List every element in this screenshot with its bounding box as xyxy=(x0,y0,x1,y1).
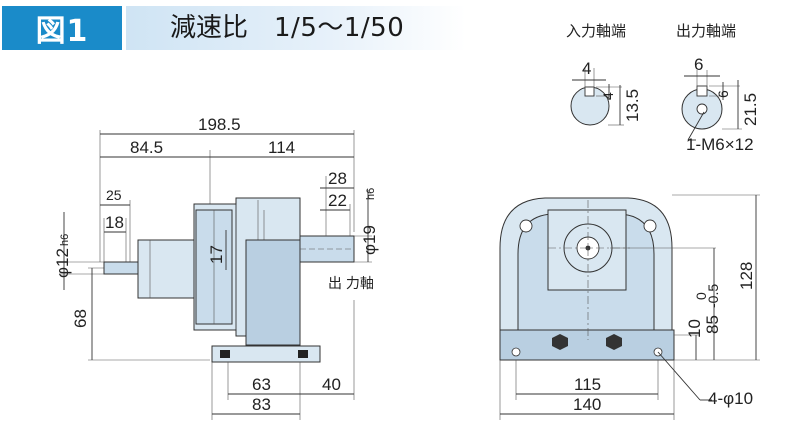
reduction-ratio-value: 1/5～1/50 xyxy=(274,13,405,43)
left-length: 84.5 xyxy=(130,138,163,157)
base-offset-length: 40 xyxy=(322,375,341,394)
input-flange-dimension: 17 xyxy=(207,245,226,264)
output-tap-hole xyxy=(696,103,708,115)
output-tap-spec: 1-M6×12 xyxy=(686,135,754,154)
base-thickness: 10 xyxy=(685,319,704,338)
output-shaft-height: 21.5 xyxy=(741,93,760,126)
output-key-length: 22 xyxy=(328,191,347,210)
right-length: 114 xyxy=(268,138,295,157)
input-shaft-end-label: 入力軸端 xyxy=(566,22,627,40)
front-hole-left xyxy=(519,219,533,233)
output-shaft-label: 出 力軸 xyxy=(328,275,374,291)
input-cover xyxy=(137,239,197,299)
input-key-height: 13.5 xyxy=(623,89,642,122)
input-key-length: 18 xyxy=(105,213,124,232)
base-inner-length: 63 xyxy=(252,375,271,394)
front-bolt-right xyxy=(606,334,622,350)
front-bolt-left xyxy=(552,334,568,350)
reduction-ratio-label: 減速比 xyxy=(170,13,249,43)
side-view: 198.5 84.5 114 25 18 φ12 h6 68 xyxy=(53,115,379,420)
mount-holes-spec: 4-φ10 xyxy=(708,389,753,408)
front-base-inner: 115 xyxy=(574,375,601,394)
front-base-outer: 140 xyxy=(573,395,601,414)
output-shaft-diameter: φ19 xyxy=(360,225,379,255)
side-base xyxy=(211,345,321,363)
front-view: 128 0 85 -0.5 10 115 140 4-φ10 xyxy=(499,194,760,420)
input-shaft-diameter: φ12 xyxy=(53,248,72,278)
front-hole-right xyxy=(643,219,657,233)
figure-title: 減速比 1/5～1/50 xyxy=(170,8,404,48)
input-keyway xyxy=(584,86,595,97)
output-key-depth: 6 xyxy=(715,90,731,98)
title-band xyxy=(126,6,466,50)
input-shaft xyxy=(103,261,141,275)
output-shaft-end-label: 出力軸端 xyxy=(676,22,737,40)
input-shaft-end-detail: 4 4 13.5 xyxy=(570,59,642,126)
housing-foot xyxy=(245,239,301,346)
base-outer-length: 83 xyxy=(252,395,271,414)
input-key-width: 4 xyxy=(582,59,591,78)
input-shaft-tolerance: h6 xyxy=(59,234,71,246)
front-total-height: 128 xyxy=(737,262,756,290)
front-mount-hole-left xyxy=(511,347,521,357)
center-height-lower-tol: -0.5 xyxy=(705,284,721,308)
output-key-width: 6 xyxy=(694,55,703,74)
total-length: 198.5 xyxy=(198,115,241,134)
side-bolt-right xyxy=(298,350,308,358)
output-shaft-tolerance: h6 xyxy=(365,188,377,200)
output-keyway xyxy=(696,85,708,97)
output-shaft-end-detail: 6 6 21.5 1-M6×12 xyxy=(681,55,760,154)
input-shaft-length: 25 xyxy=(106,187,122,203)
front-base xyxy=(499,329,675,361)
center-height-upper-tol: 0 xyxy=(693,292,709,300)
figure-label: 図1 xyxy=(2,6,122,50)
center-height-nominal: 85 xyxy=(703,315,722,334)
figure-header: 図1 減速比 1/5～1/50 入力軸端 出力軸端 xyxy=(0,0,800,56)
output-shaft-length: 28 xyxy=(328,169,347,188)
shaft-center-height: 68 xyxy=(71,309,90,328)
input-key-depth: 4 xyxy=(600,92,616,100)
side-bolt-left xyxy=(220,350,230,358)
